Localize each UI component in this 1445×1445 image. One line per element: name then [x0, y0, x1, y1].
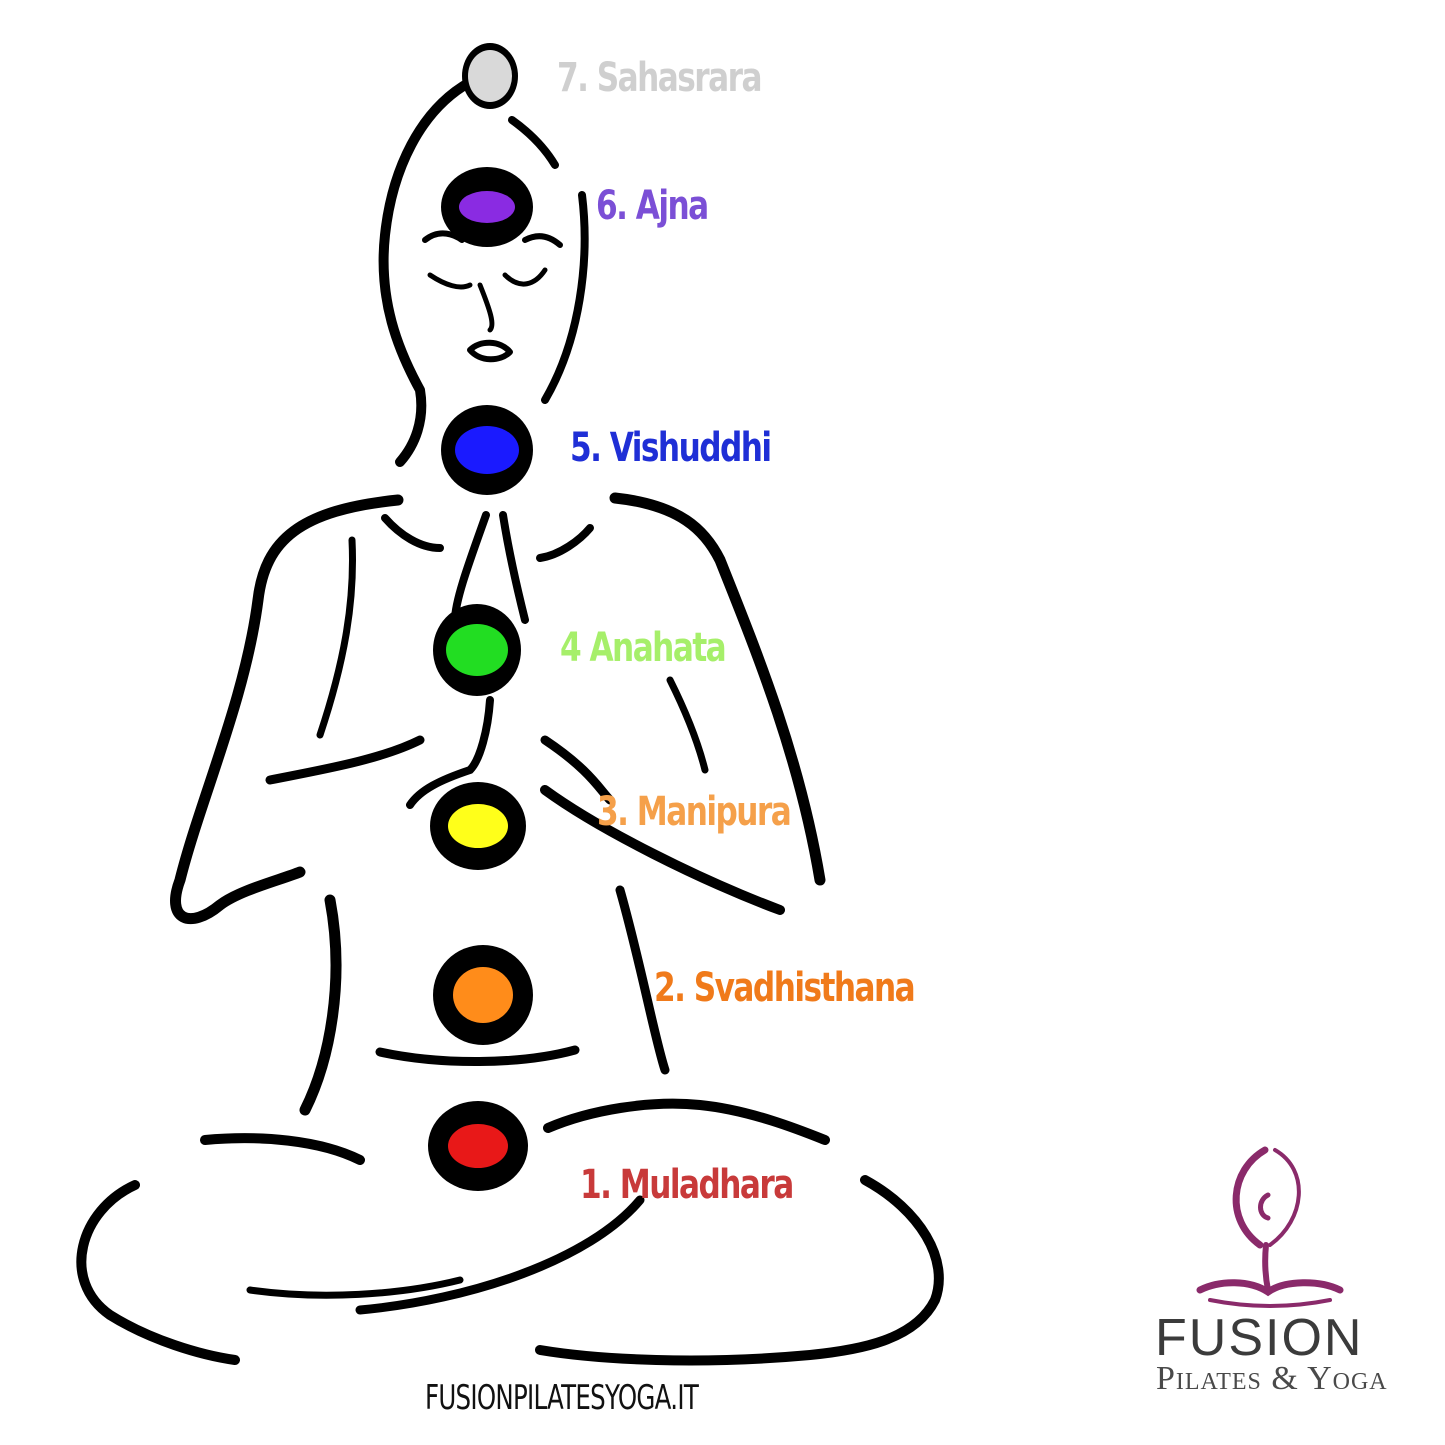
- label-sahasrara: 7. Sahasrara: [557, 55, 763, 101]
- chakra-vishuddhi: [441, 405, 533, 495]
- label-ajna: 6. Ajna: [596, 183, 709, 229]
- label-svadhisthana: 2. Svadhisthana: [654, 965, 916, 1011]
- yoga-tree-logo-icon: [1196, 1146, 1344, 1308]
- brand-name: FUSION: [1155, 1309, 1364, 1367]
- brand-subtitle: Pilates & Yoga: [1156, 1360, 1388, 1397]
- label-manipura: 3. Manipura: [597, 789, 792, 835]
- chakra-ajna: [441, 167, 533, 247]
- chakra-anahata: [433, 604, 521, 696]
- chakra-svadhisthana: [433, 945, 533, 1045]
- website-url: FUSIONPILATESYOGA.IT: [425, 1378, 699, 1418]
- label-muladhara: 1. Muladhara: [580, 1162, 794, 1208]
- chakra-muladhara: [428, 1101, 528, 1191]
- label-vishuddhi: 5. Vishuddhi: [570, 425, 772, 471]
- label-anahata: 4 Anahata: [560, 625, 727, 671]
- chakra-manipura: [430, 782, 526, 870]
- chakra-sahasrara: [462, 43, 518, 109]
